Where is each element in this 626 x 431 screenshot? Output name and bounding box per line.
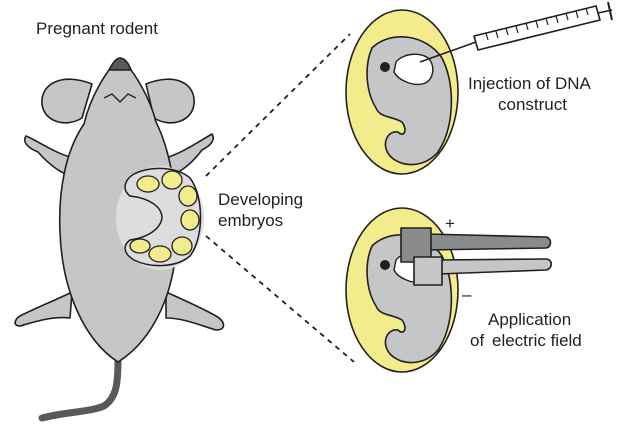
rodent-hind-left-leg — [15, 292, 72, 326]
zoom-line-upper — [206, 34, 350, 176]
electrode-plate — [414, 257, 442, 285]
embryo — [137, 176, 159, 192]
embryo — [149, 246, 171, 262]
rodent-hind-right-leg — [166, 292, 224, 330]
plus-sign: + — [445, 214, 455, 233]
minus-sign: – — [462, 285, 472, 304]
developing-embryos-label-line2: embryos — [218, 211, 283, 230]
embryo — [130, 239, 150, 253]
application-label: Application — [488, 310, 571, 329]
injection-label: Injection of DNA — [468, 74, 591, 93]
rodent-label: Pregnant rodent — [36, 19, 158, 38]
rodent-left-ear — [42, 79, 92, 123]
rodent-nose — [109, 58, 131, 70]
injection-label-line2: construct — [498, 95, 567, 114]
embryo — [162, 171, 182, 189]
embryo — [172, 237, 192, 255]
syringe-barrel — [474, 6, 600, 50]
rodent-tail — [42, 360, 118, 418]
application-label-line3: electric field — [492, 331, 582, 350]
electrode-rod — [438, 259, 551, 274]
negative-electrode — [414, 257, 551, 285]
embryo-eye — [380, 62, 390, 72]
zoom-line-lower — [206, 236, 354, 362]
pregnant-rodent — [15, 58, 223, 418]
electrode-rod — [426, 234, 551, 250]
application-label-of: of — [470, 331, 484, 350]
embryo — [179, 186, 197, 206]
developing-embryos-label: Developing — [218, 190, 303, 209]
embryo-eye — [380, 260, 390, 270]
embryo — [181, 210, 199, 230]
